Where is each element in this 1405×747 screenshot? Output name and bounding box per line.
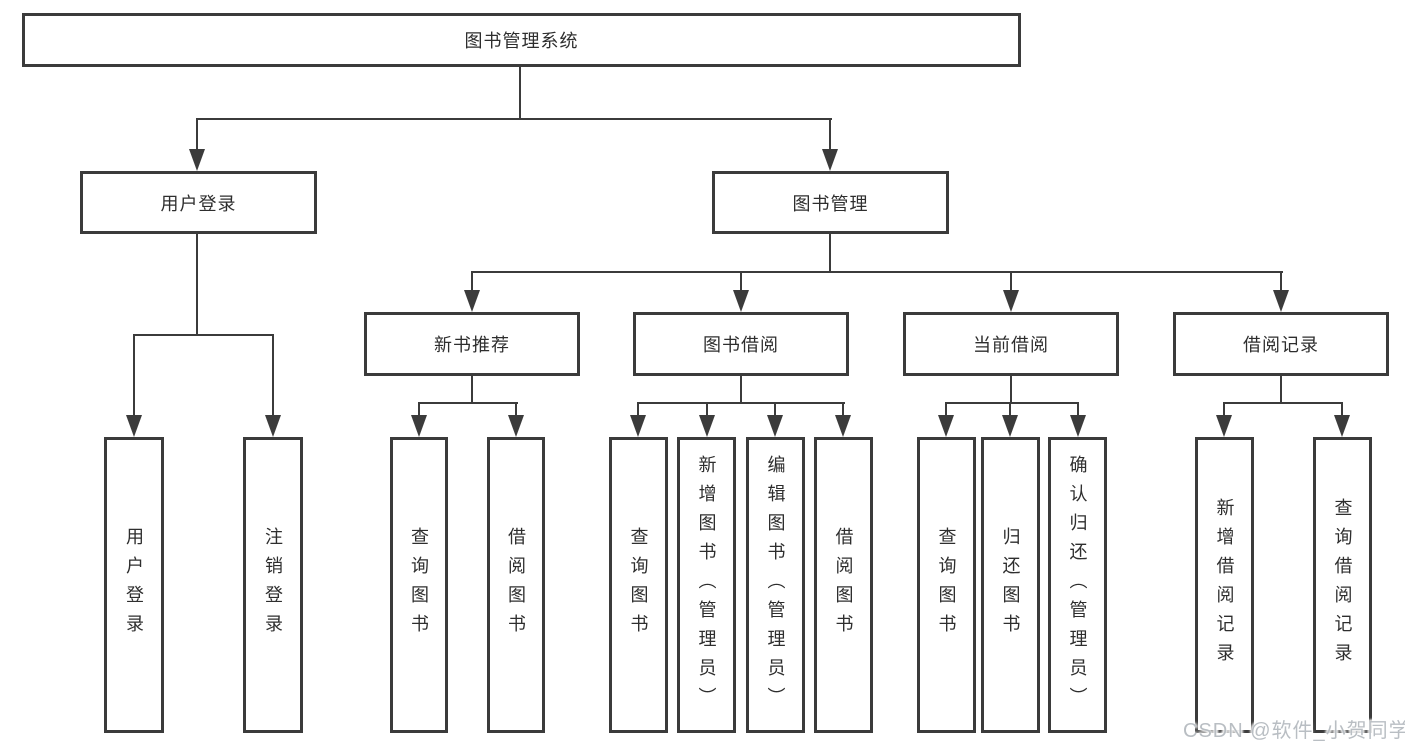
leaf-add-borrow-record: 新增借阅记录 — [1195, 437, 1254, 733]
node-user-login: 用户登录 — [80, 171, 317, 234]
arrowhead-down — [1070, 415, 1086, 437]
connector-line — [196, 234, 198, 336]
connector-line — [945, 402, 1079, 404]
leaf-confirm-return-admin: 确认归还（管理员） — [1048, 437, 1107, 733]
leaf-user-login: 用户登录 — [104, 437, 164, 733]
arrowhead-down — [822, 149, 838, 171]
connector-line — [1223, 402, 1343, 404]
connector-line — [418, 402, 420, 416]
arrowhead-down — [1273, 290, 1289, 312]
connector-line — [519, 67, 521, 120]
arrowhead-down — [1002, 415, 1018, 437]
arrowhead-down — [1216, 415, 1232, 437]
connector-line — [740, 271, 742, 291]
connector-line — [637, 402, 639, 416]
arrowhead-down — [630, 415, 646, 437]
leaf-borrow-books-borrowing: 借阅图书 — [814, 437, 873, 733]
arrowhead-down — [411, 415, 427, 437]
arrowhead-down — [938, 415, 954, 437]
connector-line — [1077, 402, 1079, 416]
connector-line — [418, 402, 518, 404]
leaf-borrow-books-recommend: 借阅图书 — [487, 437, 545, 733]
connector-line — [740, 376, 742, 404]
connector-line — [829, 234, 831, 273]
arrowhead-down — [699, 415, 715, 437]
connector-line — [272, 334, 274, 417]
arrowhead-down — [733, 290, 749, 312]
connector-line — [1280, 271, 1282, 291]
arrowhead-down — [1334, 415, 1350, 437]
node-book-management: 图书管理 — [712, 171, 949, 234]
connector-line — [1341, 402, 1343, 416]
connector-line — [829, 118, 831, 151]
connector-line — [774, 402, 776, 416]
arrowhead-down — [126, 415, 142, 437]
node-current-borrowing: 当前借阅 — [903, 312, 1119, 376]
connector-line — [196, 118, 832, 120]
connector-line — [637, 402, 845, 404]
connector-line — [1280, 376, 1282, 404]
connector-line — [842, 402, 844, 416]
connector-line — [471, 271, 1283, 273]
node-book-borrowing: 图书借阅 — [633, 312, 849, 376]
connector-line — [196, 118, 198, 151]
leaf-logout: 注销登录 — [243, 437, 303, 733]
connector-line — [1010, 271, 1012, 291]
arrowhead-down — [1003, 290, 1019, 312]
connector-line — [133, 334, 135, 417]
arrowhead-down — [508, 415, 524, 437]
arrowhead-down — [835, 415, 851, 437]
leaf-query-borrow-record: 查询借阅记录 — [1313, 437, 1372, 733]
leaf-query-books-current: 查询图书 — [917, 437, 976, 733]
connector-line — [1010, 376, 1012, 404]
connector-line — [471, 376, 473, 404]
arrowhead-down — [767, 415, 783, 437]
connector-line — [1223, 402, 1225, 416]
arrowhead-down — [265, 415, 281, 437]
connector-line — [945, 402, 947, 416]
arrowhead-down — [189, 149, 205, 171]
node-new-book-recommend: 新书推荐 — [364, 312, 580, 376]
leaf-return-book: 归还图书 — [981, 437, 1040, 733]
node-root: 图书管理系统 — [22, 13, 1021, 67]
leaf-add-book-admin: 新增图书（管理员） — [677, 437, 736, 733]
connector-line — [1009, 402, 1011, 416]
connector-line — [515, 402, 517, 416]
leaf-query-books-recommend: 查询图书 — [390, 437, 448, 733]
arrowhead-down — [464, 290, 480, 312]
connector-line — [706, 402, 708, 416]
leaf-query-books-borrowing: 查询图书 — [609, 437, 668, 733]
leaf-edit-book-admin: 编辑图书（管理员） — [746, 437, 805, 733]
node-borrowing-records: 借阅记录 — [1173, 312, 1389, 376]
connector-line — [471, 271, 473, 291]
connector-line — [133, 334, 274, 336]
